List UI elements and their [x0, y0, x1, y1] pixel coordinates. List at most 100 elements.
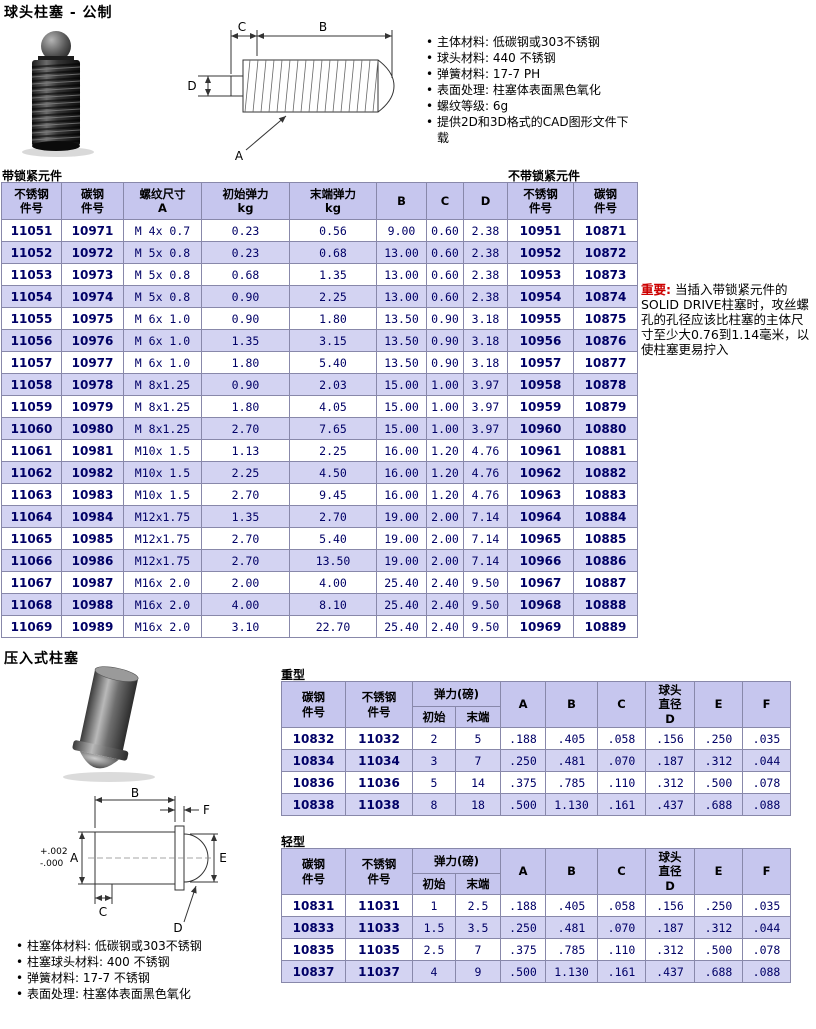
part-number-cell[interactable]: 10961 — [507, 439, 574, 462]
part-number-cell[interactable]: 10887 — [573, 571, 638, 594]
part-number-cell[interactable]: 11033 — [345, 916, 413, 939]
part-number-cell[interactable]: 10833 — [281, 916, 346, 939]
part-number-cell[interactable]: 10971 — [61, 219, 124, 242]
part-number-cell[interactable]: 10976 — [61, 329, 124, 352]
part-number-cell[interactable]: 10832 — [281, 727, 346, 750]
part-number-cell[interactable]: 10969 — [507, 615, 574, 638]
part-number-cell[interactable]: 10977 — [61, 351, 124, 374]
part-number-cell[interactable]: 10879 — [573, 395, 638, 418]
part-number-cell[interactable]: 10838 — [281, 793, 346, 816]
part-number-cell[interactable]: 10964 — [507, 505, 574, 528]
part-number-cell[interactable]: 10981 — [61, 439, 124, 462]
part-number-cell[interactable]: 11034 — [345, 749, 413, 772]
part-number-cell[interactable]: 10974 — [61, 285, 124, 308]
part-number-cell[interactable]: 11056 — [1, 329, 62, 352]
part-number-cell[interactable]: 10956 — [507, 329, 574, 352]
part-number-cell[interactable]: 10872 — [573, 241, 638, 264]
part-number-cell[interactable]: 10985 — [61, 527, 124, 550]
part-number-cell[interactable]: 10877 — [573, 351, 638, 374]
part-number-cell[interactable]: 11038 — [345, 793, 413, 816]
part-number-cell[interactable]: 10835 — [281, 938, 346, 961]
part-number-cell[interactable]: 10986 — [61, 549, 124, 572]
heavy-duty-table: 碳钢 件号 不锈钢 件号 弹力(磅) A B C 球头 直径 D E F 初始 … — [281, 681, 792, 816]
part-number-cell[interactable]: 10885 — [573, 527, 638, 550]
part-number-cell[interactable]: 10972 — [61, 241, 124, 264]
part-number-cell[interactable]: 11052 — [1, 241, 62, 264]
part-number-cell[interactable]: 11060 — [1, 417, 62, 440]
value-cell: 16.00 — [376, 439, 427, 462]
part-number-cell[interactable]: 10978 — [61, 373, 124, 396]
part-number-cell[interactable]: 11066 — [1, 549, 62, 572]
part-number-cell[interactable]: 11032 — [345, 727, 413, 750]
part-number-cell[interactable]: 10962 — [507, 461, 574, 484]
part-number-cell[interactable]: 11031 — [345, 894, 413, 917]
part-number-cell[interactable]: 10952 — [507, 241, 574, 264]
part-number-cell[interactable]: 10880 — [573, 417, 638, 440]
part-number-cell[interactable]: 10968 — [507, 593, 574, 616]
part-number-cell[interactable]: 11037 — [345, 960, 413, 983]
part-number-cell[interactable]: 10963 — [507, 483, 574, 506]
value-cell: 5.40 — [289, 527, 377, 550]
part-number-cell[interactable]: 10958 — [507, 373, 574, 396]
part-number-cell[interactable]: 11068 — [1, 593, 62, 616]
part-number-cell[interactable]: 10954 — [507, 285, 574, 308]
part-number-cell[interactable]: 10878 — [573, 373, 638, 396]
part-number-cell[interactable]: 10957 — [507, 351, 574, 374]
part-number-cell[interactable]: 10984 — [61, 505, 124, 528]
part-number-cell[interactable]: 10982 — [61, 461, 124, 484]
part-number-cell[interactable]: 11054 — [1, 285, 62, 308]
part-number-cell[interactable]: 10959 — [507, 395, 574, 418]
part-number-cell[interactable]: 11055 — [1, 307, 62, 330]
part-number-cell[interactable]: 11065 — [1, 527, 62, 550]
part-number-cell[interactable]: 10881 — [573, 439, 638, 462]
part-number-cell[interactable]: 10989 — [61, 615, 124, 638]
part-number-cell[interactable]: 10837 — [281, 960, 346, 983]
part-number-cell[interactable]: 10973 — [61, 263, 124, 286]
part-number-cell[interactable]: 11067 — [1, 571, 62, 594]
part-number-cell[interactable]: 11064 — [1, 505, 62, 528]
part-number-cell[interactable]: 10965 — [507, 527, 574, 550]
part-number-cell[interactable]: 10966 — [507, 549, 574, 572]
part-number-cell[interactable]: 10983 — [61, 483, 124, 506]
part-number-cell[interactable]: 11069 — [1, 615, 62, 638]
part-number-cell[interactable]: 10883 — [573, 483, 638, 506]
part-number-cell[interactable]: 10875 — [573, 307, 638, 330]
part-number-cell[interactable]: 11035 — [345, 938, 413, 961]
part-number-cell[interactable]: 11036 — [345, 771, 413, 794]
part-number-cell[interactable]: 10886 — [573, 549, 638, 572]
part-number-cell[interactable]: 10975 — [61, 307, 124, 330]
part-number-cell[interactable]: 11063 — [1, 483, 62, 506]
part-number-cell[interactable]: 10884 — [573, 505, 638, 528]
part-number-cell[interactable]: 11059 — [1, 395, 62, 418]
part-number-cell[interactable]: 10888 — [573, 593, 638, 616]
part-number-cell[interactable]: 10889 — [573, 615, 638, 638]
part-number-cell[interactable]: 10834 — [281, 749, 346, 772]
value-cell: 1.00 — [426, 373, 464, 396]
part-number-cell[interactable]: 10831 — [281, 894, 346, 917]
value-cell: 4.76 — [463, 483, 508, 506]
part-number-cell[interactable]: 10960 — [507, 417, 574, 440]
part-number-cell[interactable]: 11053 — [1, 263, 62, 286]
part-number-cell[interactable]: 10953 — [507, 263, 574, 286]
part-number-cell[interactable]: 10979 — [61, 395, 124, 418]
part-number-cell[interactable]: 10876 — [573, 329, 638, 352]
part-number-cell[interactable]: 10987 — [61, 571, 124, 594]
part-number-cell[interactable]: 11062 — [1, 461, 62, 484]
heavy-table-label: 重型 — [281, 668, 306, 682]
part-number-cell[interactable]: 10871 — [573, 219, 638, 242]
part-number-cell[interactable]: 11061 — [1, 439, 62, 462]
part-number-cell[interactable]: 10980 — [61, 417, 124, 440]
part-number-cell[interactable]: 11051 — [1, 219, 62, 242]
part-number-cell[interactable]: 11057 — [1, 351, 62, 374]
part-number-cell[interactable]: 10874 — [573, 285, 638, 308]
part-number-cell[interactable]: 10951 — [507, 219, 574, 242]
part-number-cell[interactable]: 10967 — [507, 571, 574, 594]
part-number-cell[interactable]: 11058 — [1, 373, 62, 396]
part-number-cell[interactable]: 10882 — [573, 461, 638, 484]
part-number-cell[interactable]: 10873 — [573, 263, 638, 286]
part-number-cell[interactable]: 10988 — [61, 593, 124, 616]
part-number-cell[interactable]: 10836 — [281, 771, 346, 794]
part-number-cell[interactable]: 10955 — [507, 307, 574, 330]
